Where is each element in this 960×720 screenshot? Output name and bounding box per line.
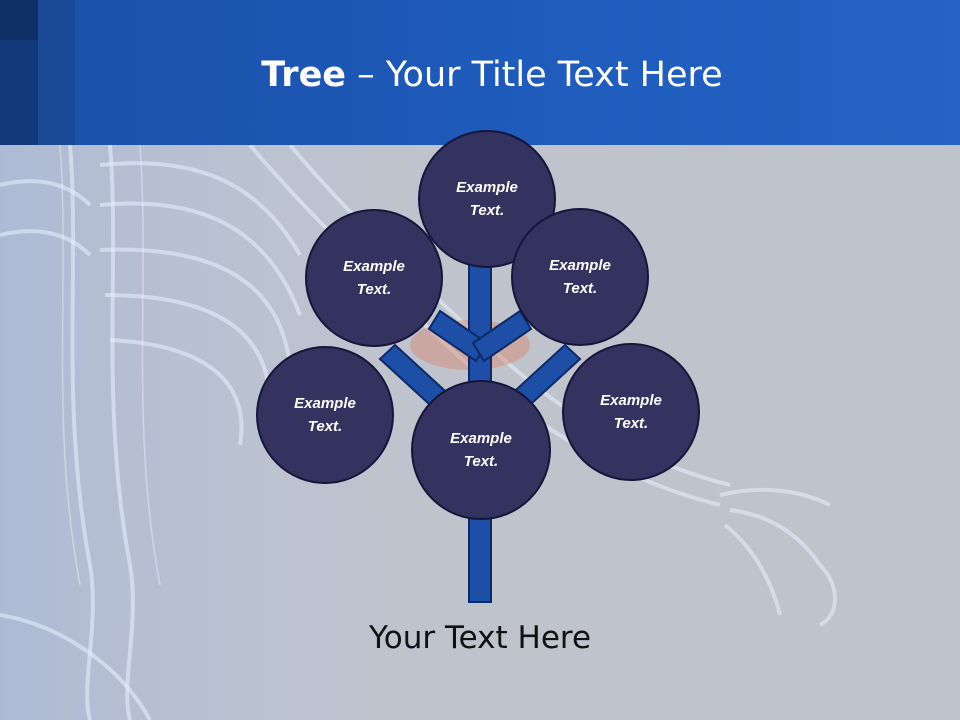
tree-node[interactable]: Example Text.	[305, 209, 443, 347]
tree-node[interactable]: Example Text.	[562, 343, 700, 481]
tree-node-label: Example Text.	[294, 395, 356, 435]
tree-branch	[471, 309, 533, 363]
tree-node[interactable]: Example Text.	[411, 380, 551, 520]
tree-node-label: Example Text.	[600, 392, 662, 432]
slide-title: Tree – Your Title Text Here	[0, 50, 960, 100]
header-accent-block	[0, 0, 38, 40]
tree-branch	[427, 309, 489, 363]
tree-node-label: Example Text.	[450, 430, 512, 470]
header-accent-strip	[38, 0, 75, 145]
title-bold: Tree	[261, 55, 347, 95]
title-header-band	[0, 0, 960, 145]
tree-node-label: Example Text.	[343, 258, 405, 298]
slide-caption: Your Text Here	[368, 620, 592, 656]
tree-node-label: Example Text.	[456, 179, 518, 219]
tree-node[interactable]: Example Text.	[511, 208, 649, 346]
title-rest: – Your Title Text Here	[346, 55, 723, 95]
tree-node-label: Example Text.	[549, 257, 611, 297]
tree-node[interactable]: Example Text.	[256, 346, 394, 484]
